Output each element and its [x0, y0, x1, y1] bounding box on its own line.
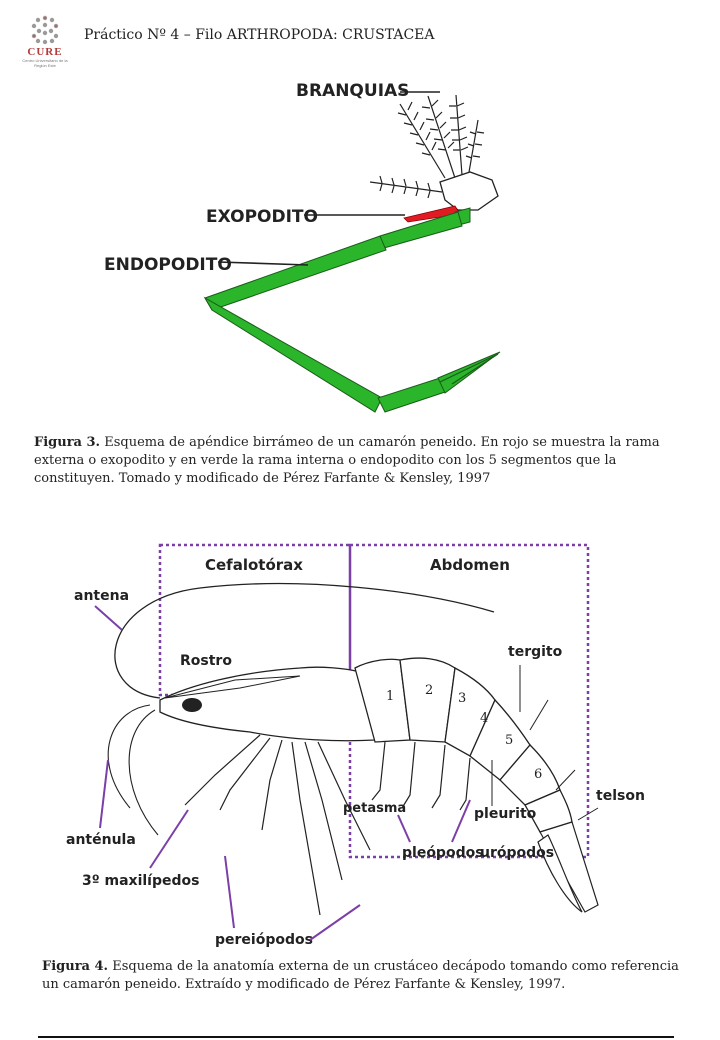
segment-number-1: 1: [386, 689, 394, 704]
label-petasma: petasma: [343, 801, 406, 816]
label-endopodito: ENDOPODITO: [104, 255, 232, 275]
logo-subtext: Centro Universitario de la Región Este: [22, 58, 68, 68]
figure4-shrimp-diagram: Cefalotórax Abdomen 1 2 3 4 5 6: [66, 543, 645, 948]
antenna: [114, 582, 495, 699]
logo-text: CURE: [27, 46, 63, 58]
segment-number-4: 4: [480, 711, 488, 726]
label-maxilipedos: 3º maxilípedos: [82, 873, 199, 889]
endopodito-segments: [203, 207, 501, 413]
figure4-caption-label: Figura 4.: [42, 959, 109, 974]
branquias-gills: [369, 94, 485, 199]
abdomen-segments: [354, 657, 573, 833]
gill-5: [369, 175, 443, 199]
endopodito-carpus: [203, 296, 383, 413]
label-uropodos: urópodos: [480, 845, 554, 861]
figure3-caption: Figura 3. Esquema de apéndice birrámeo d…: [34, 434, 674, 488]
antennule-1: [107, 704, 151, 809]
gill-1: [397, 101, 446, 179]
label-rostro: Rostro: [180, 653, 232, 669]
chela-tip: [439, 353, 499, 385]
label-antena: antena: [74, 588, 129, 604]
label-abdomen: Abdomen: [430, 556, 510, 574]
pleopods: [371, 741, 471, 811]
segment-number-3: 3: [458, 691, 466, 706]
segment-number-5: 5: [505, 733, 513, 748]
label-branquias: BRANQUIAS: [296, 81, 409, 101]
figure4-caption-text: Esquema de la anatomía externa de un cru…: [42, 959, 679, 992]
rostrum: [164, 675, 301, 699]
callout-lines: [94, 605, 471, 941]
label-telson: telson: [596, 788, 645, 804]
label-cefalotorax: Cefalotórax: [205, 556, 303, 574]
coxa-basis: [439, 171, 499, 211]
figure3-caption-text: Esquema de apéndice birrámeo de un camar…: [34, 435, 660, 486]
label-antenula: anténula: [66, 832, 136, 848]
label-pereiopodos: pereiópodos: [215, 932, 313, 948]
uropod: [537, 834, 583, 913]
figure3-caption-label: Figura 3.: [34, 435, 101, 450]
pereiopods: [184, 734, 371, 916]
pointer-lines: [491, 665, 599, 821]
label-pleopodos: pleópodos: [402, 845, 484, 861]
gill-2: [421, 95, 456, 179]
segment-number-6: 6: [534, 767, 542, 782]
antennule-2: [128, 709, 159, 836]
footer-divider: [38, 1036, 674, 1038]
cure-logo-icon: [31, 15, 59, 45]
figure4-caption: Figura 4. Esquema de la anatomía externa…: [42, 958, 682, 994]
figure3-appendage-diagram: BRANQUIAS EXOPODITO ENDOPODITO: [104, 81, 501, 413]
page-title: Práctico Nº 4 – Filo ARTHROPODA: CRUSTAC…: [84, 27, 435, 43]
label-pleurito: pleurito: [474, 806, 537, 822]
gill-4: [465, 119, 485, 179]
gill-3: [449, 94, 469, 176]
label-exopodito: EXOPODITO: [206, 207, 318, 227]
segment-number-2: 2: [425, 683, 433, 698]
label-tergito: tergito: [508, 644, 563, 660]
eye-icon: [182, 698, 202, 712]
